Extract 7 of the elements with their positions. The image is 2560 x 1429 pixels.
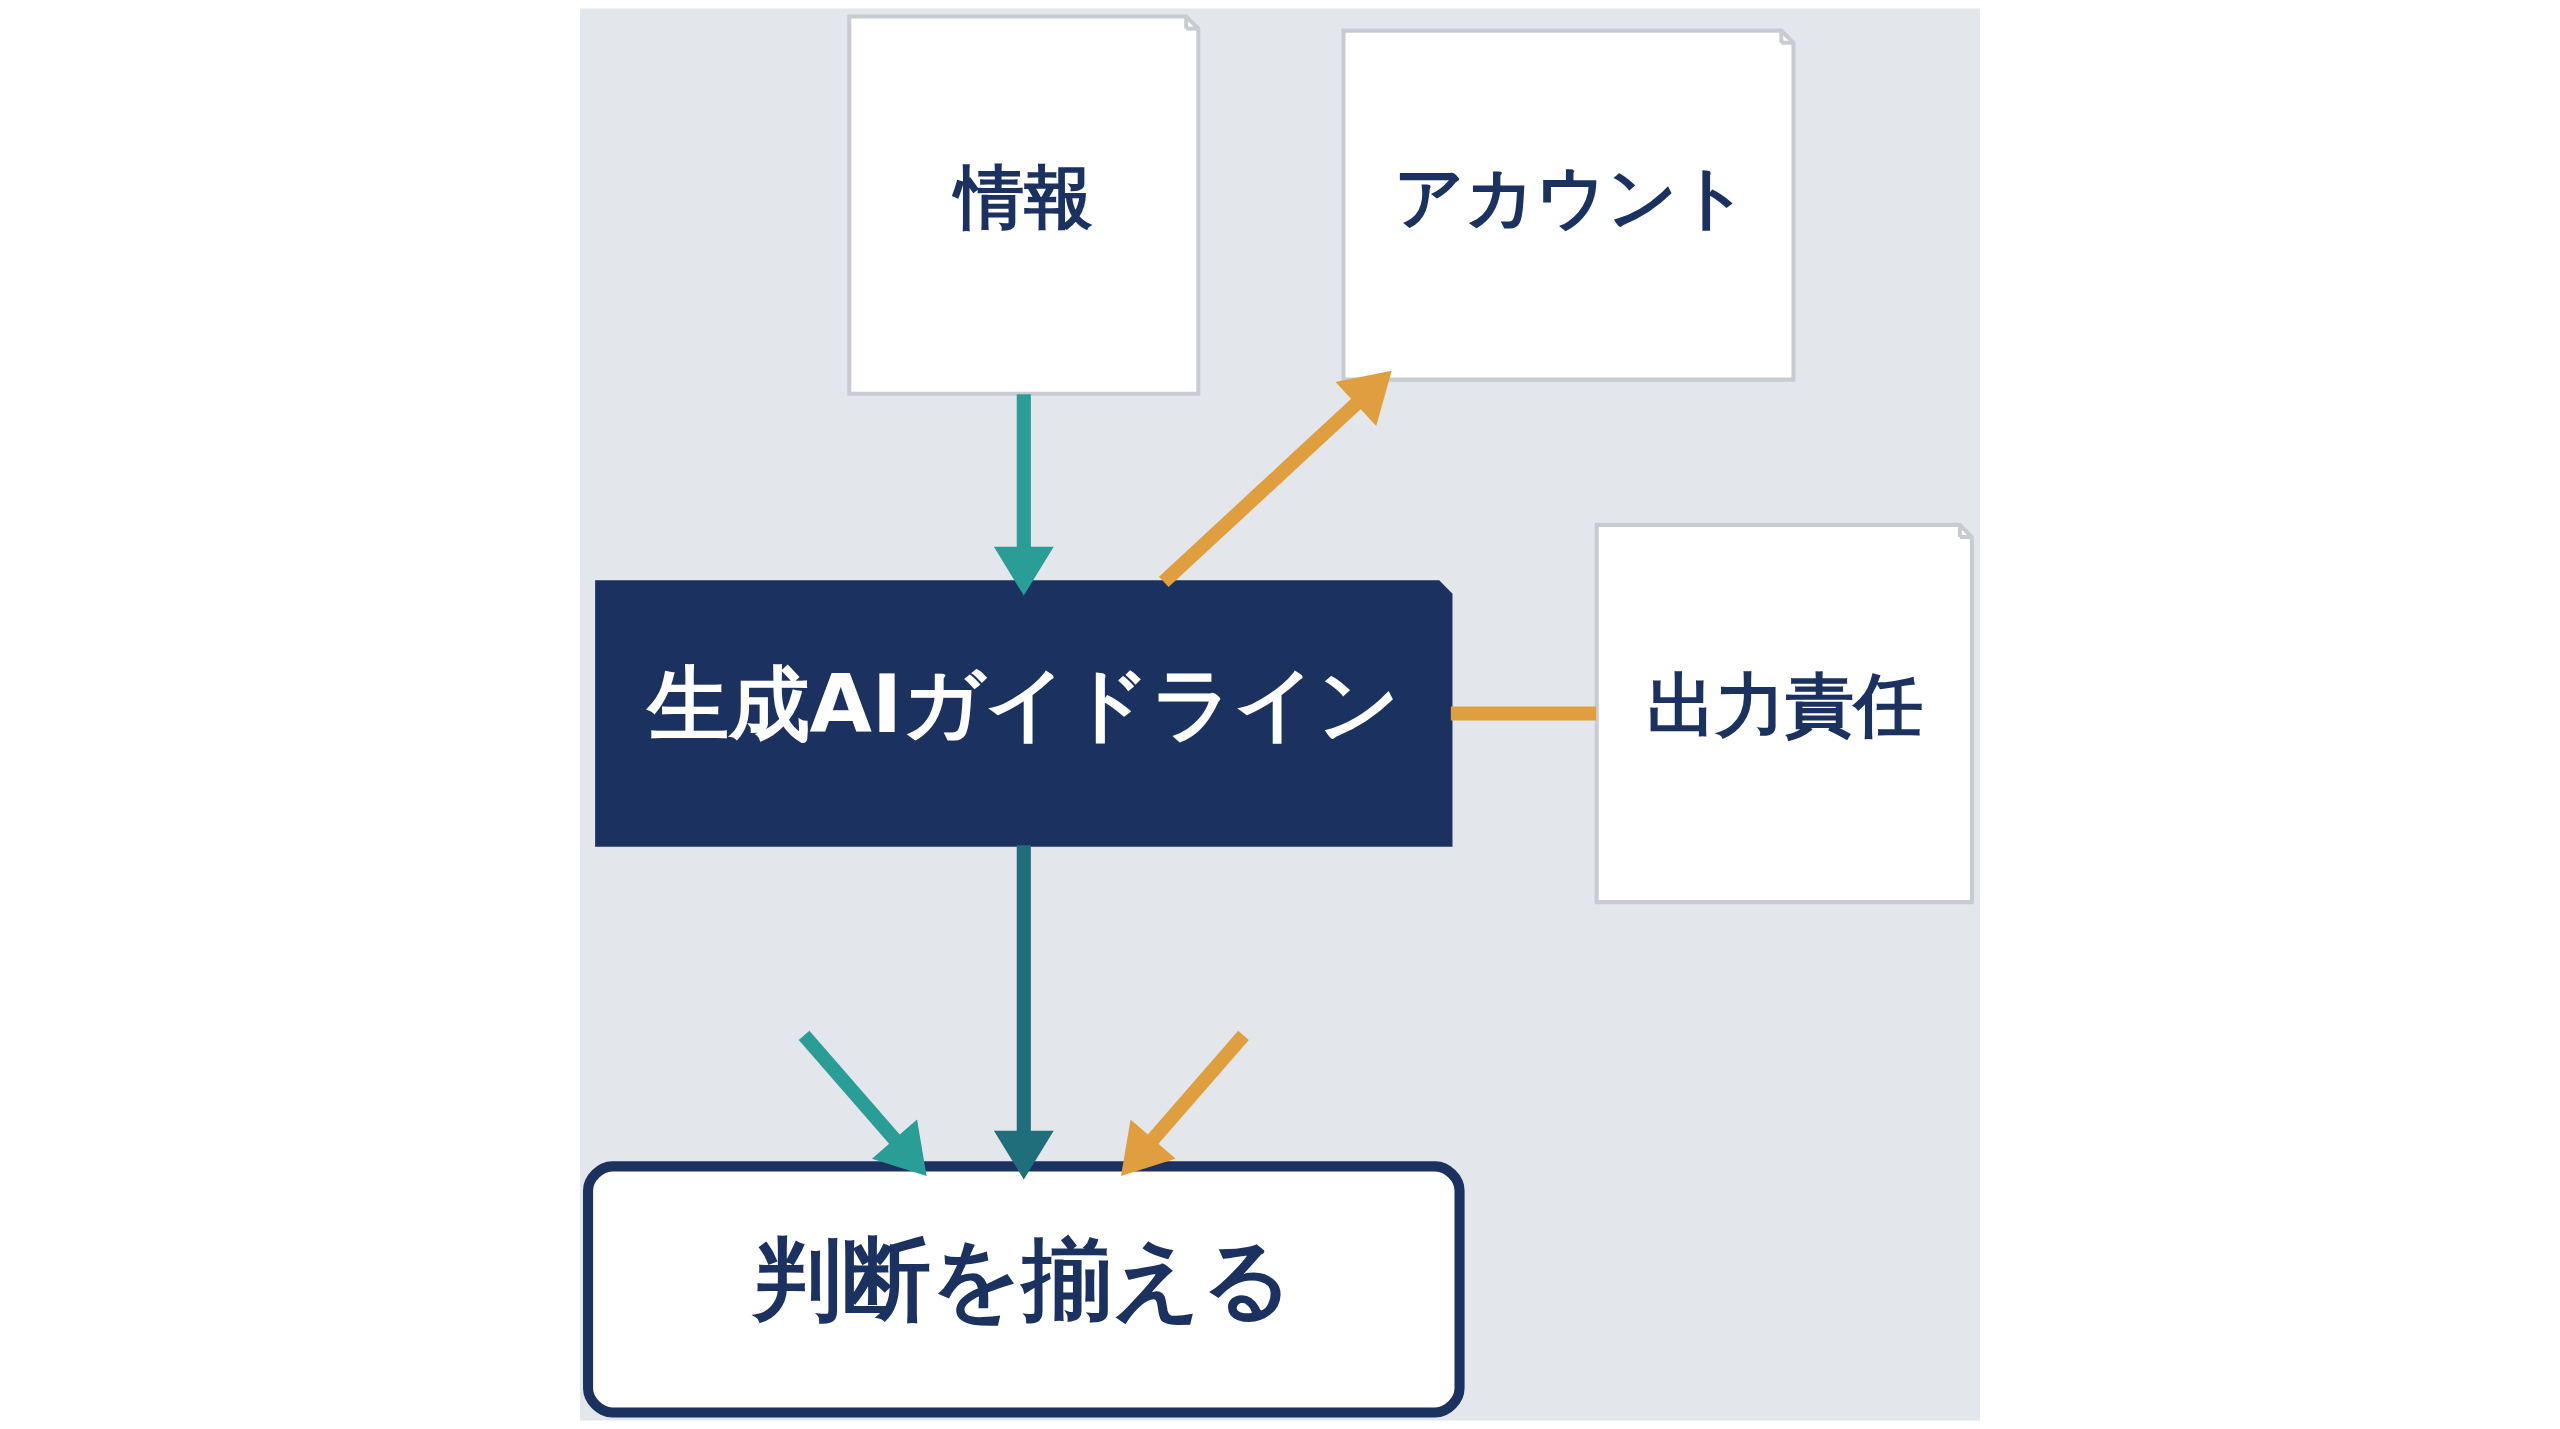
node-box: 判断を揃える	[583, 1161, 1465, 1418]
arrow	[1121, 1030, 1249, 1176]
arrow	[993, 845, 1054, 1180]
connector	[1450, 706, 1597, 721]
arrow	[798, 1030, 927, 1176]
arrow	[1159, 370, 1392, 588]
arrow	[993, 394, 1054, 596]
